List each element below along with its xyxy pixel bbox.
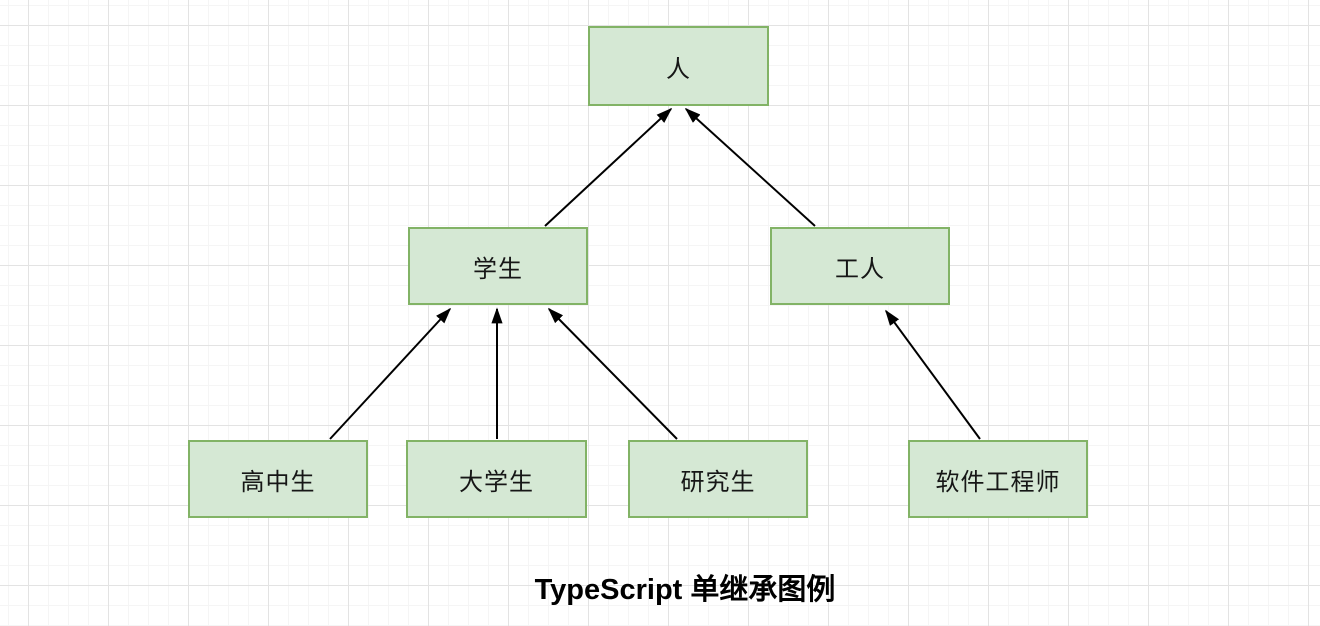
node-label: 工人 (835, 255, 885, 283)
edge-worker-to-person[interactable] (684, 107, 816, 227)
edge-graduate-student-to-student[interactable] (547, 307, 678, 440)
node-student[interactable]: 学生 (408, 227, 588, 305)
node-person[interactable]: 人 (588, 26, 769, 106)
node-graduate-student[interactable]: 研究生 (628, 440, 808, 518)
node-label: 学生 (473, 255, 523, 283)
node-label: 软件工程师 (935, 468, 1061, 496)
diagram-title[interactable]: TypeScript 单继承图例 (534, 574, 836, 606)
node-label: 研究生 (680, 468, 756, 496)
node-college-student[interactable]: 大学生 (406, 440, 587, 518)
node-worker[interactable]: 工人 (770, 227, 950, 305)
edge-student-to-person[interactable] (544, 107, 673, 227)
edge-high-school-student-to-student[interactable] (329, 307, 452, 440)
node-label: 人 (666, 55, 691, 83)
node-label: 大学生 (459, 468, 534, 496)
edge-software-engineer-to-worker[interactable] (885, 309, 981, 440)
node-label: 高中生 (240, 468, 316, 496)
node-software-engineer[interactable]: 软件工程师 (908, 440, 1088, 518)
node-high-school-student[interactable]: 高中生 (188, 440, 368, 518)
